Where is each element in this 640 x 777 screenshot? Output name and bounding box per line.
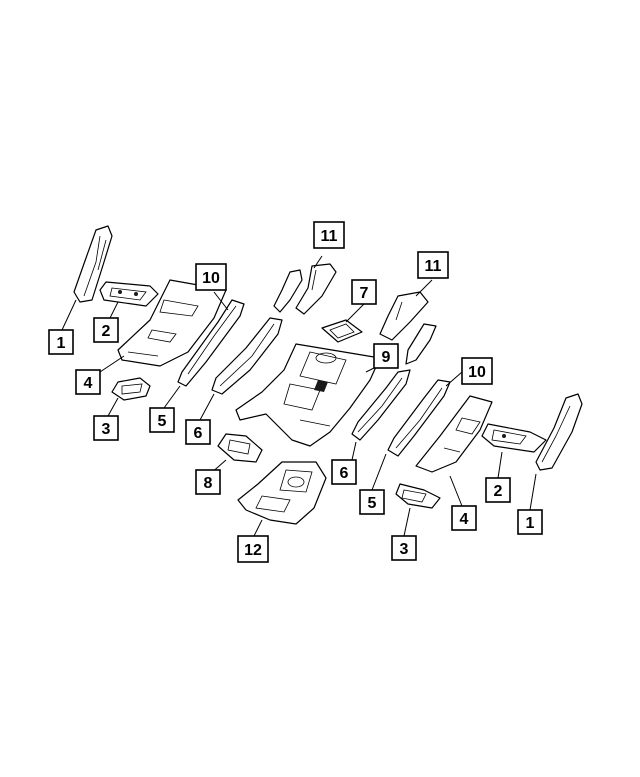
svg-text:1: 1 <box>526 515 535 532</box>
svg-text:10: 10 <box>202 270 220 287</box>
svg-text:6: 6 <box>194 425 203 442</box>
callout-5-right: 5 <box>359 489 385 515</box>
svg-text:3: 3 <box>400 541 409 558</box>
callout-6-left: 6 <box>185 419 211 445</box>
svg-text:5: 5 <box>368 495 377 512</box>
part-2-left-bracket <box>99 281 159 307</box>
part-1-left-rail <box>73 225 113 303</box>
callout-2-right: 2 <box>485 477 511 503</box>
callout-4-right: 4 <box>451 505 477 531</box>
svg-text:4: 4 <box>84 375 93 392</box>
part-3-left-bracket <box>111 377 151 401</box>
callout-5-left: 5 <box>149 407 175 433</box>
callout-11-left: 11 <box>313 221 345 249</box>
svg-text:4: 4 <box>460 511 469 528</box>
callout-3-right: 3 <box>391 535 417 561</box>
svg-text:9: 9 <box>382 349 391 366</box>
callout-6-right: 6 <box>331 459 357 485</box>
part-11-left-bracket <box>273 263 337 315</box>
part-12-rear-floor-pan <box>237 461 327 525</box>
callout-1-right: 1 <box>517 509 543 535</box>
part-2-right-bracket <box>481 423 547 453</box>
svg-text:2: 2 <box>494 483 503 500</box>
svg-text:10: 10 <box>468 364 486 381</box>
callout-4-left: 4 <box>75 369 101 395</box>
part-6-left-rail <box>211 317 283 395</box>
part-7-plate <box>321 319 363 343</box>
svg-text:11: 11 <box>425 258 442 275</box>
part-6-right-rail <box>351 369 411 441</box>
svg-text:6: 6 <box>340 465 349 482</box>
callout-11-right: 11 <box>417 251 449 279</box>
part-center-floor-pan <box>235 343 381 447</box>
callout-8: 8 <box>195 469 221 495</box>
callout-9: 9 <box>373 343 399 369</box>
part-3-right-bracket <box>395 483 441 509</box>
part-4-left-floor-panel <box>117 279 227 367</box>
callout-2-left: 2 <box>93 317 119 343</box>
part-11-right-bracket <box>379 291 437 365</box>
part-8-bracket <box>217 433 263 463</box>
callout-12: 12 <box>237 535 269 563</box>
svg-text:7: 7 <box>360 285 369 302</box>
part-4-right-floor-panel <box>415 395 493 473</box>
svg-text:12: 12 <box>244 542 262 559</box>
svg-text:2: 2 <box>102 323 111 340</box>
callout-10-right: 10 <box>461 357 493 385</box>
svg-text:3: 3 <box>102 421 111 438</box>
callout-10-left: 10 <box>195 263 227 291</box>
svg-text:5: 5 <box>158 413 167 430</box>
part-10-left-rail <box>177 299 245 387</box>
part-1-right-rail <box>535 393 583 471</box>
callout-1-left: 1 <box>48 329 74 355</box>
svg-text:1: 1 <box>57 335 66 352</box>
svg-text:11: 11 <box>321 228 338 245</box>
part-5-right-rail <box>387 379 451 457</box>
callout-7: 7 <box>351 279 377 305</box>
svg-text:8: 8 <box>204 475 213 492</box>
callout-3-left: 3 <box>93 415 119 441</box>
